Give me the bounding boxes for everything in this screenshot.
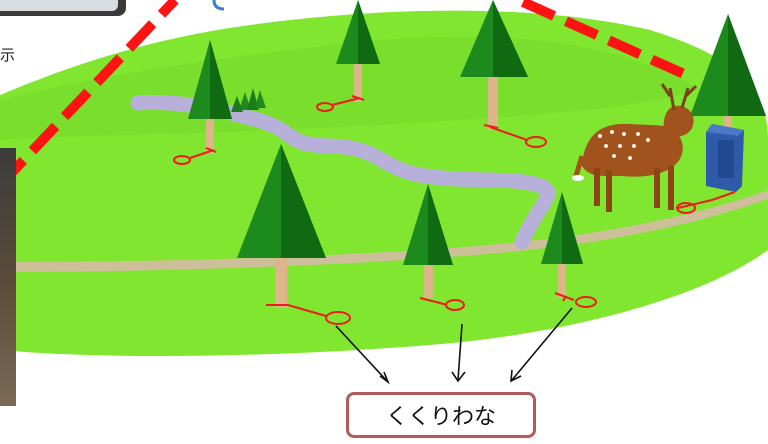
arrow <box>511 307 573 381</box>
pointer-arrows <box>335 307 573 385</box>
snare-traps <box>173 95 736 325</box>
photo-thumbnail-top-frame <box>0 0 118 11</box>
tree <box>403 184 453 298</box>
snare-trap-label-box: くくりわな <box>346 392 536 438</box>
snare-trap <box>419 297 465 311</box>
blue-arc-icon <box>212 0 225 11</box>
snare-trap <box>483 124 547 148</box>
top-caption: 示 <box>0 46 16 64</box>
photo-thumbnail-left <box>0 148 16 406</box>
dashed-line-right <box>520 0 687 79</box>
arrow <box>457 323 463 381</box>
arrow <box>379 371 390 385</box>
snare-trap-label: くくりわな <box>385 405 496 430</box>
snare-trap <box>676 191 736 214</box>
arrow <box>335 325 389 383</box>
trees <box>188 0 766 308</box>
tree <box>336 0 380 102</box>
snare-trap <box>173 147 217 165</box>
hill-shade <box>0 36 700 141</box>
tree <box>188 40 232 154</box>
arrow <box>451 371 466 383</box>
tree <box>460 0 528 130</box>
deer-illustration <box>572 83 698 212</box>
snare-trap <box>266 304 351 325</box>
arrow <box>510 369 522 383</box>
snare-trap <box>316 95 365 112</box>
tree <box>541 192 583 298</box>
stream <box>130 94 556 250</box>
tree <box>690 14 766 134</box>
snare-trap <box>554 292 597 308</box>
dashed-line-left <box>0 0 179 189</box>
tree <box>237 144 326 308</box>
photo-thumbnail-top <box>0 0 126 16</box>
road <box>0 190 768 272</box>
sapling-cluster <box>231 88 266 112</box>
box-trap <box>706 124 744 192</box>
